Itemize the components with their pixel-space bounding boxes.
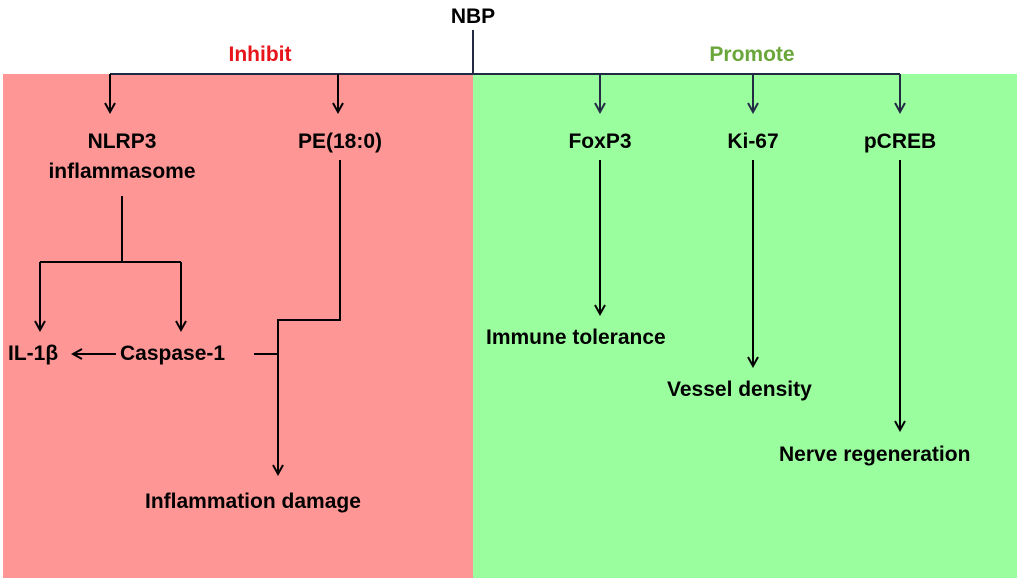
node-nlrp3-line2: inflammasome <box>48 160 196 183</box>
node-immune-tolerance: Immune tolerance <box>486 326 666 349</box>
inhibit-panel <box>3 74 473 578</box>
inhibit-title: Inhibit <box>228 43 292 66</box>
node-pcreb: pCREB <box>863 130 937 153</box>
node-vessel-density: Vessel density <box>667 378 812 401</box>
root-node-nbp: NBP <box>450 5 496 28</box>
arrow-pe-to-inflammation <box>278 160 341 474</box>
node-pe: PE(18:0) <box>297 130 383 153</box>
node-caspase1: Caspase-1 <box>120 342 226 365</box>
node-foxp3: FoxP3 <box>568 130 632 153</box>
node-ki67: Ki-67 <box>727 130 779 153</box>
node-il1b: IL-1β <box>8 342 59 365</box>
promote-title: Promote <box>709 43 795 66</box>
promote-panel <box>473 74 1017 578</box>
node-nlrp3-line1: NLRP3 <box>87 130 157 153</box>
node-nerve-regeneration: Nerve regeneration <box>779 443 971 466</box>
node-inflammation-damage: Inflammation damage <box>145 490 361 513</box>
